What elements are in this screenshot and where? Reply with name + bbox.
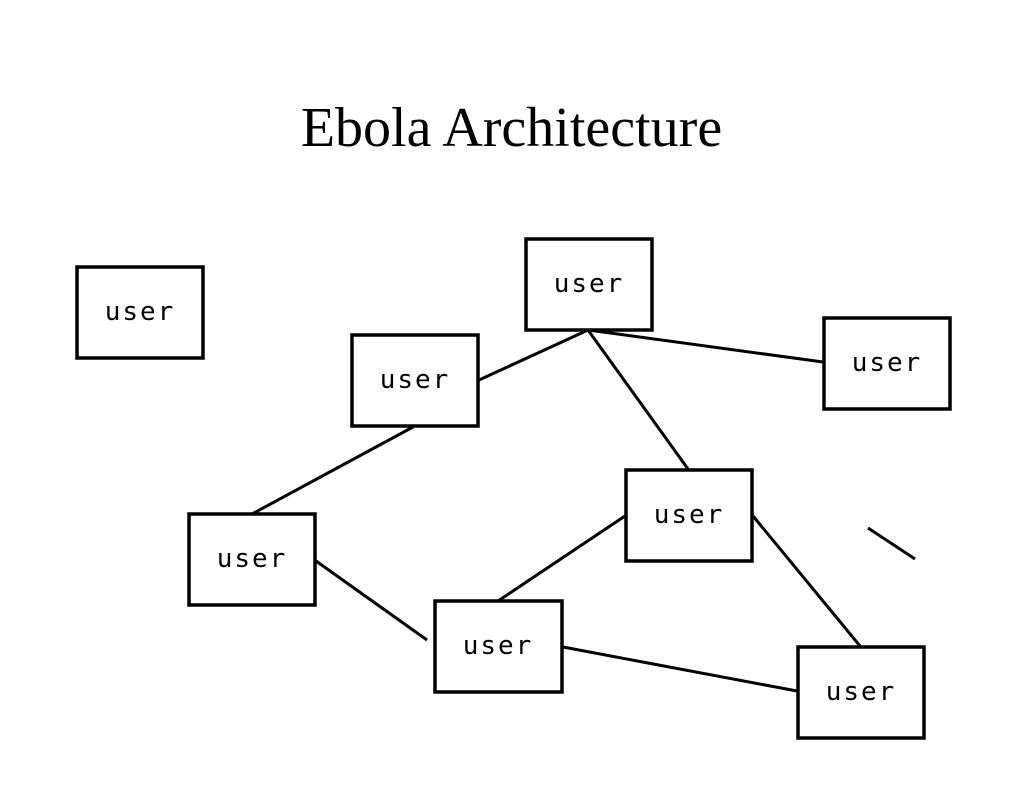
user-node-center: user: [624, 468, 754, 563]
user-node-right: user: [822, 316, 952, 411]
user-node-label: user: [826, 677, 897, 707]
user-node-label: user: [554, 269, 625, 299]
edge-n3-n6: [586, 329, 690, 470]
diagram-title: Ebola Architecture: [300, 97, 723, 159]
user-node-bottom-center: user: [433, 599, 564, 694]
edge-n2-n5: [251, 425, 414, 516]
user-node-label: user: [217, 544, 288, 574]
user-node-label: user: [463, 631, 534, 661]
edge-n5-n7: [315, 559, 428, 642]
user-node-top: user: [524, 237, 654, 332]
user-node-left-mid: user: [350, 333, 480, 428]
edge-n2-n3: [478, 328, 589, 382]
user-node-label: user: [654, 500, 725, 530]
user-node-lower-left: user: [187, 512, 317, 607]
user-node-isolated: user: [75, 265, 205, 360]
user-node-label: user: [105, 297, 176, 327]
edge-n3-n4: [587, 328, 824, 364]
edge-n6-n8: [751, 515, 862, 647]
edge-n6-n7: [497, 514, 626, 603]
edge-n7-n8: [562, 645, 798, 693]
user-node-label: user: [380, 365, 451, 395]
user-node-label: user: [852, 348, 923, 378]
stray-edge-fragment: [867, 526, 916, 561]
user-node-bottom-right: user: [796, 645, 926, 740]
